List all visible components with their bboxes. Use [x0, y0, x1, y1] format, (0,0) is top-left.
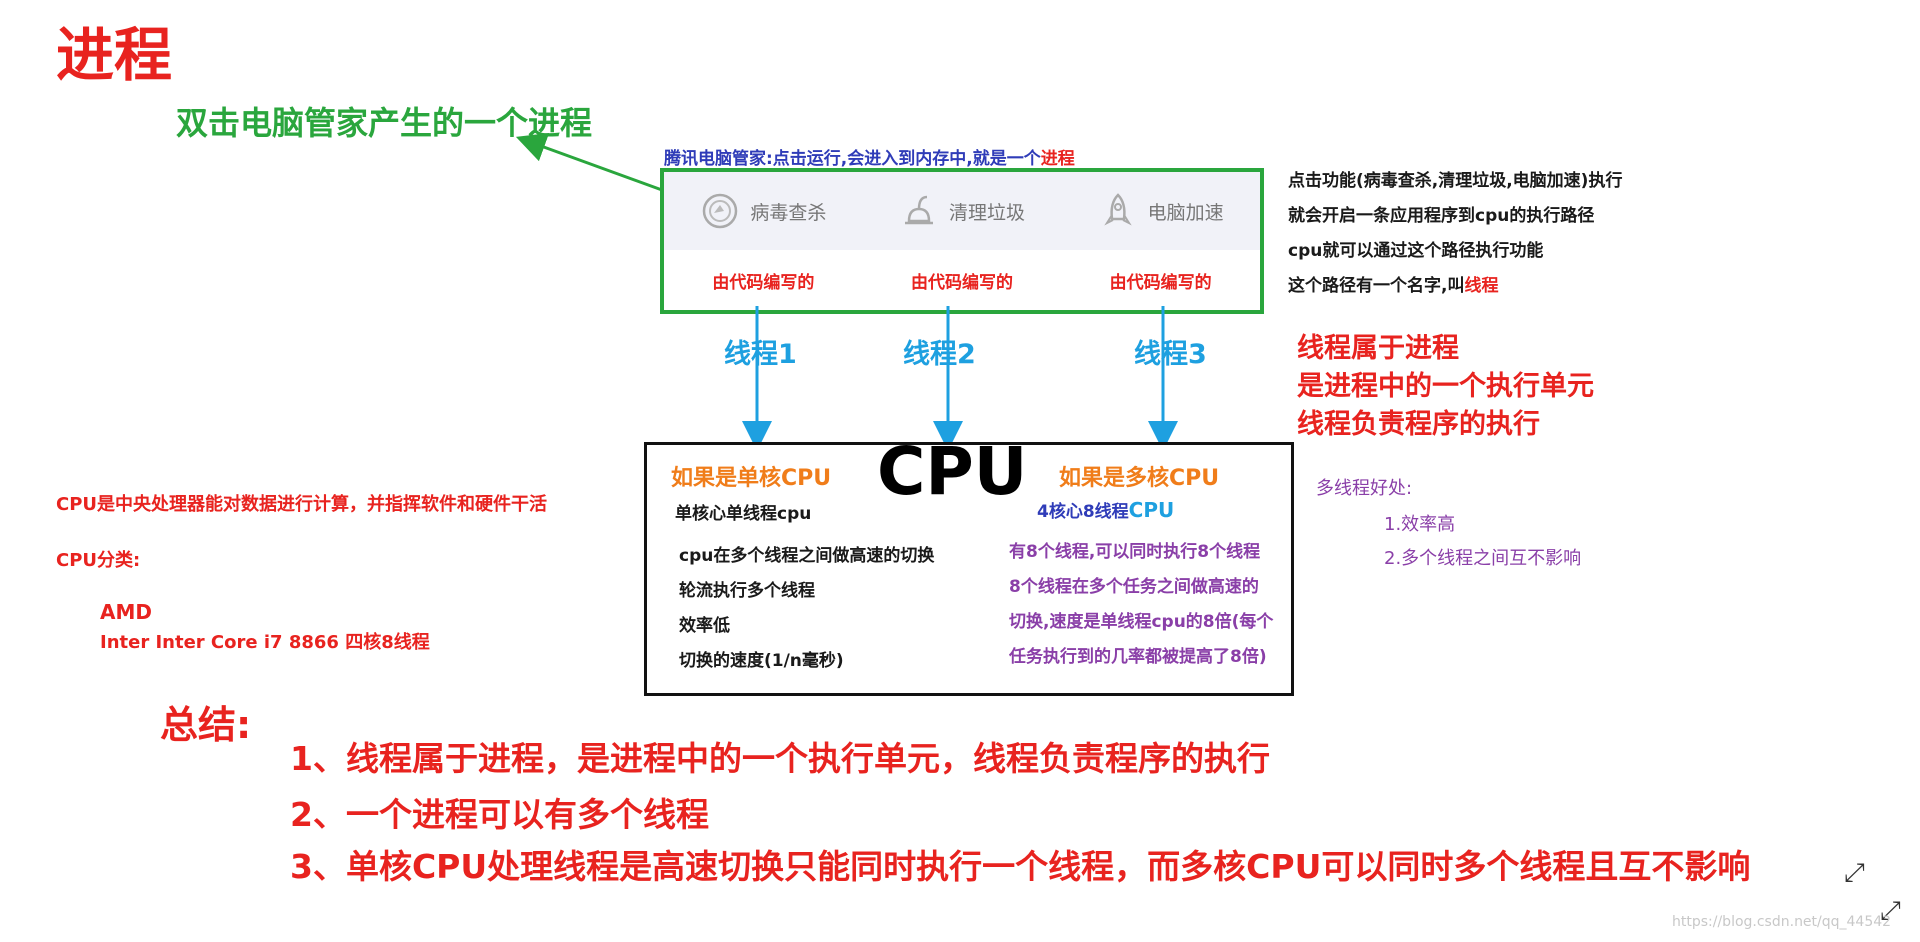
tool-speedup[interactable]: 电脑加速 [1061, 172, 1260, 250]
multi-core-point: 切换,速度是单线程cpu的8倍(每个 [1009, 612, 1274, 632]
multi-core-sub-cpu: CPU [1128, 498, 1175, 522]
app-header-highlight: 进程 [1040, 149, 1075, 169]
single-core-point: 切换的速度(1/n毫秒) [679, 651, 844, 671]
cpu-definition: CPU是中央处理器能对数据进行计算，并指挥软件和硬件干活 [56, 494, 548, 515]
multi-core-point: 8个线程在多个任务之间做高速的 [1009, 577, 1259, 597]
summary-item: 1、线程属于进程，是进程中的一个执行单元，线程负责程序的执行 [290, 739, 1270, 778]
cleanup-icon [905, 195, 933, 225]
single-core-point: cpu在多个线程之间做高速的切换 [679, 546, 935, 566]
single-core-heading: 如果是单核CPU [671, 466, 832, 491]
cpu-title: CPU [877, 433, 1028, 510]
summary-item: 2、一个进程可以有多个线程 [290, 795, 709, 834]
thread-note: 是进程中的一个执行单元 [1297, 371, 1594, 402]
benefit-item: 2.多个线程之间互不影响 [1384, 548, 1582, 569]
cpu-brand-amd: AMD [100, 600, 152, 624]
multi-core-sub-text: 4核心8线程 [1037, 502, 1129, 522]
app-header-text: 腾讯电脑管家:点击运行,会进入到内存中,就是一个 [664, 149, 1041, 169]
summary-title: 总结: [160, 703, 252, 747]
thread-label-3: 线程3 [1134, 339, 1207, 370]
tool-label: 清理垃圾 [949, 201, 1026, 224]
thread-label-2: 线程2 [903, 339, 976, 370]
right-note-text: 这个路径有一个名字,叫 [1288, 276, 1465, 296]
right-note-highlight: 线程 [1464, 276, 1499, 296]
code-row: 由代码编写的 由代码编写的 由代码编写的 [664, 268, 1260, 298]
app-header: 腾讯电脑管家:点击运行,会进入到内存中,就是一个进程 [664, 144, 1075, 169]
cpu-box: CPU 如果是单核CPU 单核心单线程cpu cpu在多个线程之间做高速的切换 … [644, 433, 1294, 696]
code-label: 由代码编写的 [911, 273, 1013, 293]
benefit-item: 1.效率高 [1384, 514, 1456, 535]
tool-virus-scan[interactable]: 病毒查杀 [664, 172, 863, 250]
app-toolbar: 病毒查杀 清理垃圾 电脑加速 [664, 172, 1260, 250]
right-note: 就会开启一条应用程序到cpu的执行路径 [1288, 206, 1595, 226]
virus-scan-icon [703, 193, 738, 229]
subtitle: 双击电脑管家产生的一个进程 [176, 104, 593, 142]
tool-label: 电脑加速 [1147, 201, 1224, 224]
thread-note: 线程负责程序的执行 [1297, 409, 1540, 440]
expand-icon[interactable]: ⤢ [1844, 858, 1865, 888]
right-note: cpu就可以通过这个路径执行功能 [1288, 241, 1544, 261]
benefits-title: 多线程好处: [1316, 478, 1413, 499]
multi-core-heading: 如果是多核CPU [1059, 466, 1220, 491]
code-label: 由代码编写的 [1109, 273, 1212, 293]
right-note: 点击功能(病毒查杀,清理垃圾,电脑加速)执行 [1288, 171, 1623, 191]
right-note: 这个路径有一个名字,叫线程 [1288, 271, 1498, 296]
single-core-point: 轮流执行多个线程 [679, 581, 815, 601]
process-arrow [515, 133, 663, 192]
app-window: 病毒查杀 清理垃圾 电脑加速 由代码编写的 由代码编写的 由代码编写的 [660, 168, 1264, 314]
single-core-point: 效率低 [679, 616, 730, 636]
summary-item: 3、单核CPU处理线程是高速切换只能同时执行一个线程，而多核CPU可以同时多个线… [290, 847, 1751, 886]
page-title: 进程 [56, 21, 173, 89]
multi-core-point: 有8个线程,可以同时执行8个线程 [1009, 542, 1261, 562]
tool-label: 病毒查杀 [750, 201, 827, 224]
code-label: 由代码编写的 [712, 273, 815, 293]
thread-note: 线程属于进程 [1297, 333, 1459, 364]
fullscreen-icon[interactable]: ⤢ [1880, 896, 1901, 926]
thread-label-1: 线程1 [724, 339, 797, 370]
cpu-brand-intel: Inter Inter Core i7 8866 四核8线程 [100, 632, 430, 653]
single-core-sub: 单核心单线程cpu [675, 504, 812, 524]
multi-core-point: 任务执行到的几率都被提高了8倍) [1009, 647, 1267, 667]
tool-cleanup[interactable]: 清理垃圾 [863, 172, 1062, 250]
watermark: https://blog.csdn.net/qq_44542 [1672, 914, 1892, 930]
rocket-icon [1103, 193, 1132, 226]
cpu-category: CPU分类: [56, 550, 141, 571]
multi-core-sub: 4核心8线程CPU [1037, 497, 1174, 522]
